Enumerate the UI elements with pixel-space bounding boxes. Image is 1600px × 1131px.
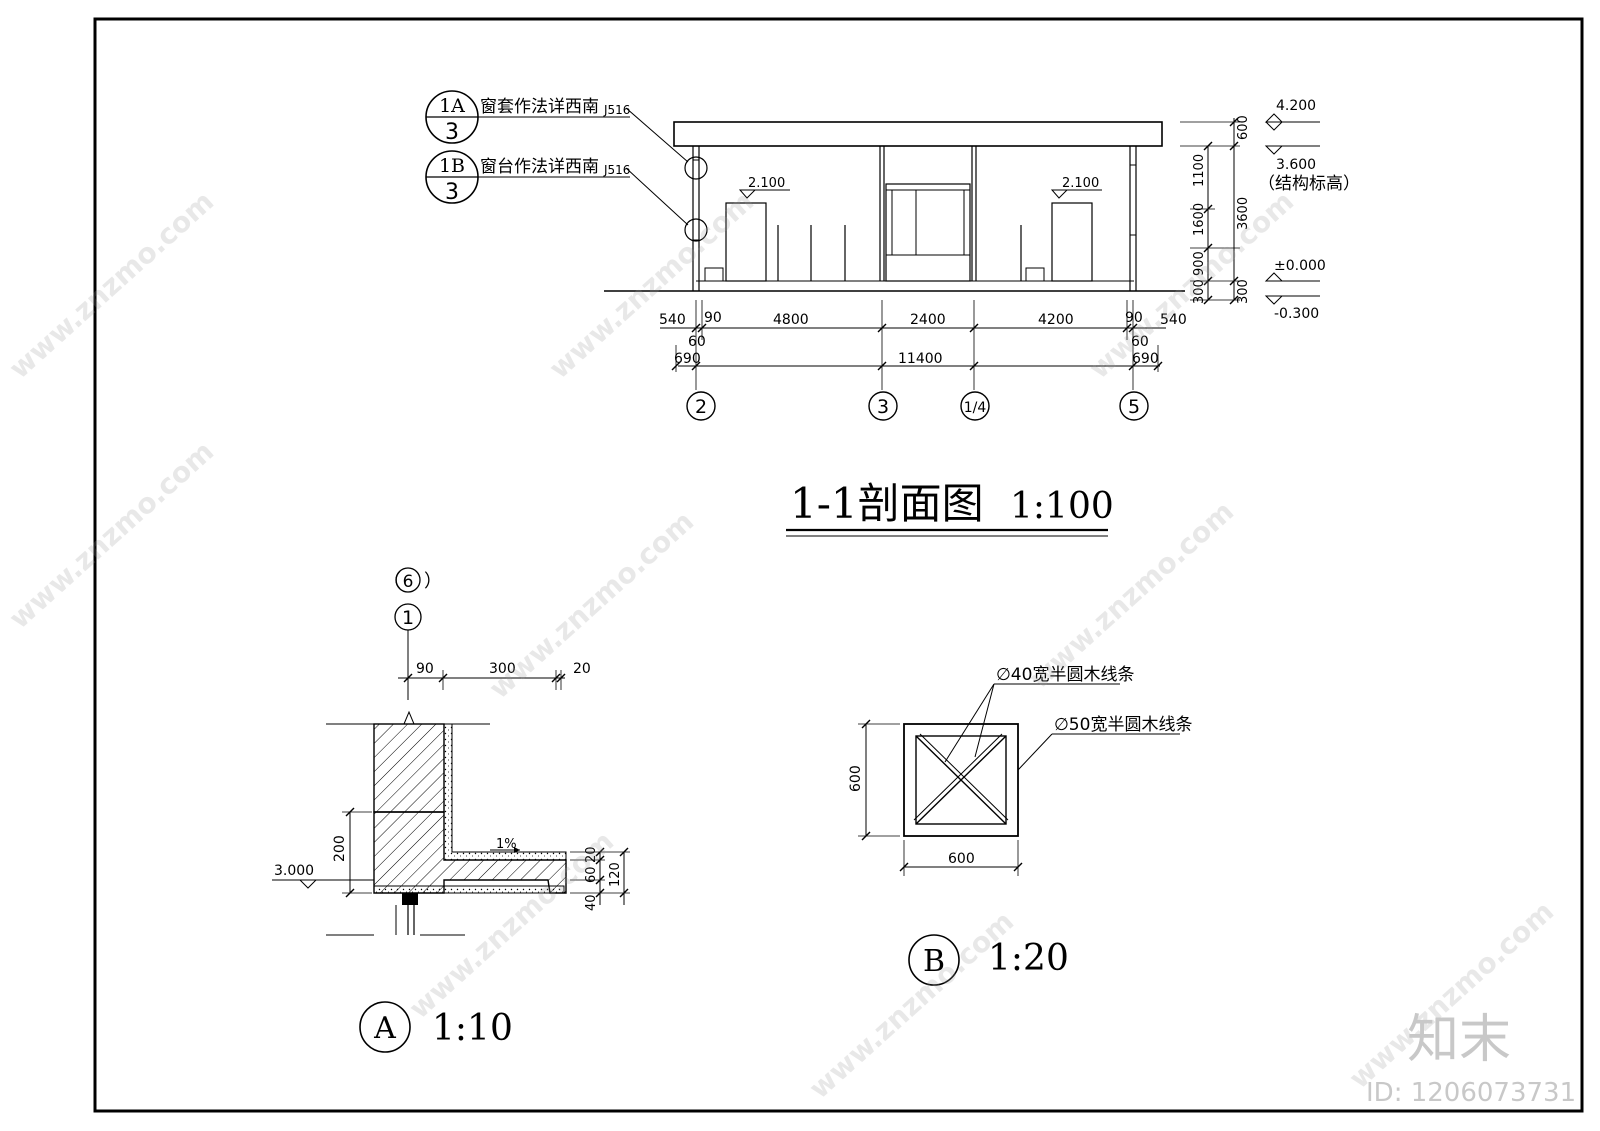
svg-text:5: 5: [1128, 396, 1140, 418]
svg-text:900: 900: [1192, 251, 1207, 276]
callout-1a: 1A 3 窗套作法详西南 J516: [425, 90, 630, 145]
svg-text:（结构标高）: （结构标高）: [1258, 174, 1360, 194]
svg-text:1:100: 1:100: [1010, 486, 1114, 527]
svg-text:1A: 1A: [439, 95, 465, 117]
svg-text:2: 2: [695, 396, 707, 418]
svg-text:3: 3: [445, 180, 459, 205]
right-cubicle-door: [1051, 202, 1093, 282]
svg-text:）: ）: [424, 571, 442, 592]
svg-text:60: 60: [1131, 334, 1149, 350]
svg-text:4.200: 4.200: [1276, 98, 1316, 114]
svg-text:A: A: [373, 1011, 396, 1046]
level-right-text: 2.100: [1062, 176, 1099, 191]
svg-text:3600: 3600: [1236, 197, 1251, 230]
left-cubicle-door: [725, 202, 767, 282]
level-marker-right: [1050, 189, 1102, 199]
svg-text:90: 90: [1125, 310, 1143, 326]
detail-b: ∅40宽半圆木线条 ∅50宽半圆木线条 600 600 B 1:20: [848, 665, 1192, 986]
svg-text:20: 20: [584, 846, 599, 863]
drawing-frame: [93, 17, 1584, 1113]
svg-text:3.000: 3.000: [274, 863, 314, 879]
svg-text:www.znzmo.com: www.znzmo.com: [803, 905, 1021, 1106]
svg-text:2400: 2400: [910, 312, 946, 328]
level-marker-left: [738, 189, 790, 199]
svg-text:1-1剖面图: 1-1剖面图: [790, 479, 984, 528]
svg-text:11400: 11400: [898, 351, 943, 367]
svg-text:1/4: 1/4: [964, 400, 987, 416]
svg-text:www.znzmo.com: www.znzmo.com: [3, 185, 221, 386]
detail-a: （ 6 ） 1 90 300 20: [272, 567, 630, 1053]
level-left-text: 2.100: [748, 176, 785, 191]
svg-text:（: （: [383, 571, 401, 592]
svg-text:3.600: 3.600: [1276, 157, 1316, 173]
svg-text:300: 300: [1192, 279, 1207, 304]
svg-text:540: 540: [1160, 312, 1187, 328]
svg-text:www.znzmo.com: www.znzmo.com: [483, 505, 701, 706]
callout-1b: 1B 3 窗台作法详西南 J516: [425, 150, 630, 205]
left-window: [692, 159, 700, 241]
svg-text:600: 600: [1236, 115, 1251, 140]
svg-text:690: 690: [674, 351, 701, 367]
right-window: [1129, 164, 1137, 236]
svg-text:60: 60: [584, 866, 599, 883]
section-drawing: 2.100 2.100: [604, 107, 1185, 292]
callout-circle-upper: [684, 156, 708, 180]
svg-text:www.znzmo.com: www.znzmo.com: [3, 435, 221, 636]
svg-text:90: 90: [416, 661, 434, 677]
svg-text:www.znzmo.com: www.znzmo.com: [543, 185, 761, 386]
svg-text:40: 40: [584, 894, 599, 911]
svg-text:1:10: 1:10: [432, 1008, 513, 1049]
svg-text:1:20: 1:20: [988, 938, 1069, 979]
svg-text:690: 690: [1132, 351, 1159, 367]
svg-text:20: 20: [573, 661, 591, 677]
watermark-id: ID: 1206073731: [1366, 1078, 1576, 1108]
svg-text:1B: 1B: [439, 155, 465, 177]
svg-text:J516: J516: [603, 163, 630, 177]
svg-text:∅50宽半圆木线条: ∅50宽半圆木线条: [1054, 715, 1192, 735]
roof-slab: [673, 121, 1163, 147]
svg-text:1600: 1600: [1192, 203, 1207, 236]
watermark-brand: 知末: [1407, 1010, 1511, 1070]
svg-text:90: 90: [704, 310, 722, 326]
svg-text:1%: 1%: [496, 837, 517, 852]
svg-text:±0.000: ±0.000: [1274, 258, 1326, 274]
svg-text:4200: 4200: [1038, 312, 1074, 328]
left-fixture: [704, 267, 724, 282]
svg-text:1100: 1100: [1192, 154, 1207, 187]
horizontal-dimensions: 540 90 4800 2400 4200 90 540 60 60 690 1…: [659, 300, 1187, 390]
svg-text:3: 3: [877, 396, 889, 418]
svg-text:1: 1: [402, 607, 414, 629]
elevation-levels: 4.200 3.600 （结构标高） ±0.000 -0.300: [1258, 98, 1360, 322]
section-title: 1-1剖面图 1:100: [786, 479, 1114, 537]
svg-text:120: 120: [608, 862, 623, 887]
svg-text:300: 300: [1236, 279, 1251, 304]
svg-text:600: 600: [848, 765, 864, 792]
svg-text:60: 60: [688, 334, 706, 350]
leader-1a: [625, 107, 689, 163]
svg-text:600: 600: [948, 851, 975, 867]
svg-text:6: 6: [403, 572, 414, 592]
callout-circle-lower: [684, 218, 708, 242]
svg-text:∅40宽半圆木线条: ∅40宽半圆木线条: [996, 665, 1134, 685]
svg-text:3: 3: [445, 120, 459, 145]
vertical-dimensions: 600 1100 1600 900 300 3600 300: [1180, 115, 1251, 305]
svg-text:-0.300: -0.300: [1274, 306, 1319, 322]
svg-text:窗台作法详西南: 窗台作法详西南: [480, 157, 599, 177]
svg-text:窗套作法详西南: 窗套作法详西南: [480, 97, 599, 117]
svg-text:B: B: [923, 944, 945, 979]
svg-text:4800: 4800: [773, 312, 809, 328]
leader-1b: [625, 167, 689, 226]
center-door: [885, 183, 971, 282]
svg-text:540: 540: [659, 312, 686, 328]
svg-text:200: 200: [332, 835, 348, 862]
svg-text:J516: J516: [603, 103, 630, 117]
right-fixture: [1025, 267, 1045, 282]
svg-text:300: 300: [489, 661, 516, 677]
axis-bubbles: 2 3 1/4 5: [686, 391, 1149, 421]
